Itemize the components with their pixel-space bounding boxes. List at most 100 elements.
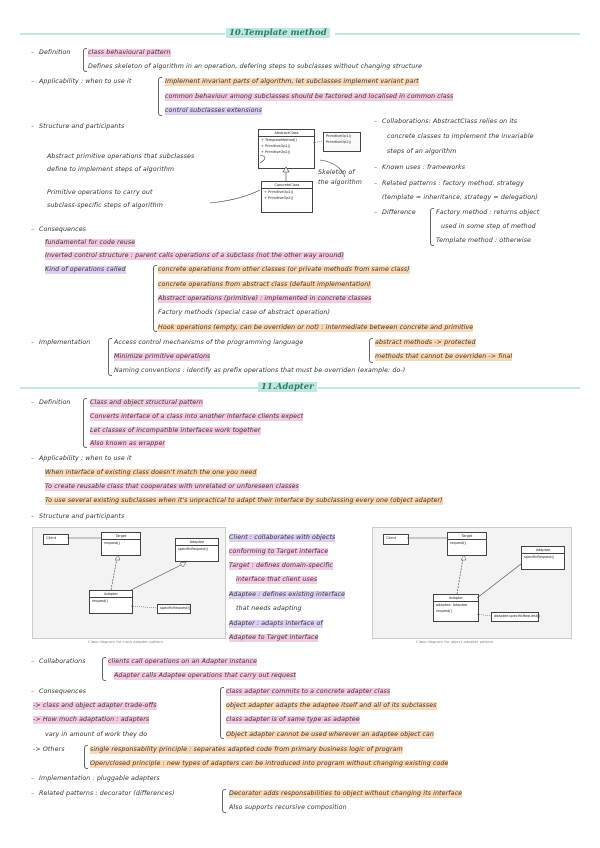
brace bbox=[84, 745, 88, 769]
brace bbox=[369, 338, 373, 363]
note-box: PrimitiveOp1() PrimitiveOp2() bbox=[323, 132, 361, 152]
client-label: Client bbox=[46, 536, 57, 540]
uml-operation: + PrimitiveOp2() bbox=[264, 196, 294, 200]
consequences-label: Consequences bbox=[39, 688, 87, 695]
adapter-box: Adapter adaptee: Adaptee request() bbox=[433, 594, 479, 622]
note-specific-request: specificRequest() bbox=[160, 606, 191, 610]
note-text: adaptee.specificRequest() bbox=[494, 614, 540, 618]
target-label: Target bbox=[448, 533, 486, 540]
consequence-line: Abstract operations (primitive) : implem… bbox=[158, 295, 372, 303]
definition-line: Class and object structural pattern bbox=[90, 399, 204, 407]
applicability-line: control subclasses extensions bbox=[165, 107, 263, 115]
consequence-line: Factory methods (special case of abstrac… bbox=[158, 309, 331, 316]
implementation-line: Naming conventions : identify as prefix … bbox=[114, 367, 406, 374]
bullet: – bbox=[31, 123, 35, 130]
client-box: Client bbox=[43, 534, 69, 545]
consequence-line: Hook operations (empty, can be overriden… bbox=[158, 324, 474, 332]
consequence-line: single responsability principle : separa… bbox=[90, 746, 403, 754]
consequence-line: class adapter commits to a concrete adap… bbox=[226, 688, 391, 696]
brace bbox=[108, 338, 112, 376]
related-line: Decorator adds responsabilities to objec… bbox=[229, 790, 463, 798]
participant-line: Adaptee : defines existing interface bbox=[229, 591, 346, 599]
brace bbox=[83, 48, 87, 72]
consequence-line: object adapter adapts the adaptee itself… bbox=[226, 702, 437, 710]
applicability-line: When interface of existing class doesn't… bbox=[45, 469, 257, 477]
related-line: Also supports recursive composition bbox=[229, 804, 347, 811]
structure-note: subclass-specific steps of algorithm bbox=[47, 202, 163, 209]
consequence-line: vary in amount of work they do bbox=[45, 731, 148, 738]
definition-line: Defines skeleton of algorithm in an oper… bbox=[88, 63, 423, 70]
consequence-line: Kind of operations called bbox=[45, 266, 126, 274]
definition-line: Converts interface of a class into anoth… bbox=[90, 413, 304, 421]
implementation-label: Implementation : pluggable adapters bbox=[39, 775, 160, 782]
difference-line: used in some step of method bbox=[441, 223, 536, 230]
object-adapter-arrows bbox=[407, 537, 522, 617]
request-op: request() bbox=[92, 599, 109, 603]
abstract-class-box: AbstractClass + TemplateMethod() + Primi… bbox=[258, 129, 315, 169]
request-op: request() bbox=[104, 541, 121, 545]
brace bbox=[83, 398, 87, 448]
bullet: – bbox=[31, 775, 35, 782]
difference-label: Difference bbox=[382, 209, 416, 216]
participant-line: conforming to Target interface bbox=[229, 548, 329, 556]
adaptee-box: Adaptee specificRequest() bbox=[175, 538, 219, 562]
adapter-label: Adapter bbox=[90, 591, 132, 598]
difference-line: Template method : otherwise bbox=[436, 237, 531, 244]
applicability-line: common behaviour among subclasses should… bbox=[165, 93, 454, 101]
participant-line: that needs adapting bbox=[236, 605, 302, 612]
collaborations-line: Collaborations: AbstractClass relies on … bbox=[382, 118, 518, 125]
note-box: specificRequest() bbox=[157, 604, 191, 614]
concrete-class-box: ConcreteClass + PrimitiveOp1() + Primiti… bbox=[261, 181, 313, 213]
structure-note: Abstract primitive operations that subcl… bbox=[47, 153, 195, 160]
applicability-line: To create reusable class that cooperates… bbox=[45, 483, 300, 491]
uml-operation: + PrimitiveOp1() bbox=[264, 190, 294, 194]
consequences-label: Consequences bbox=[39, 226, 87, 233]
template-method-diagram: AbstractClass + TemplateMethod() + Primi… bbox=[253, 127, 363, 215]
bullet: – bbox=[31, 688, 35, 695]
diagram-arrows bbox=[282, 140, 324, 181]
concrete-class-name: ConcreteClass bbox=[262, 182, 312, 189]
title-rule-left-11 bbox=[20, 387, 258, 389]
participant-line: Target : defines domain-specific bbox=[229, 562, 333, 570]
known-uses: Known uses : frameworks bbox=[382, 164, 466, 171]
participant-line: Adapter : adapts interface of bbox=[229, 620, 323, 628]
title-rule-right-11 bbox=[318, 387, 580, 389]
participant-line: Adaptee to Target interface bbox=[229, 634, 319, 642]
bullet: – bbox=[374, 180, 378, 187]
class-adapter-arrows bbox=[67, 537, 187, 609]
uml-operation: + PrimitiveOp2() bbox=[261, 150, 291, 154]
implementation-label: Implementation bbox=[39, 339, 91, 346]
bullet: – bbox=[31, 513, 35, 520]
bullet: – bbox=[31, 226, 35, 233]
collaboration-line: Adapter calls Adaptee operations that ca… bbox=[114, 672, 296, 680]
section-title-adapter: 11.Adapter bbox=[258, 382, 317, 392]
note-text: PrimitiveOp1() bbox=[326, 134, 352, 138]
brace bbox=[102, 657, 106, 681]
bullet: – bbox=[374, 164, 378, 171]
annotation-arrows bbox=[209, 154, 346, 204]
consequence-line: concrete operations from abstract class … bbox=[158, 281, 371, 289]
bullet: – bbox=[31, 339, 35, 346]
implementation-line: methods that cannot be overriden -> fina… bbox=[375, 353, 513, 361]
structure-note: define to implement steps of algorithm bbox=[47, 166, 175, 173]
brace bbox=[153, 265, 157, 332]
adaptee-box: Adaptee specificRequest() bbox=[521, 546, 565, 570]
brace bbox=[222, 789, 226, 813]
bullet: – bbox=[31, 49, 35, 56]
consequence-line: fundamental for code reuse bbox=[45, 239, 136, 247]
note-box: adaptee.specificRequest() bbox=[491, 612, 540, 622]
collaborations-line: steps of an algorithm bbox=[387, 148, 457, 155]
request-op: request() bbox=[450, 541, 467, 545]
applicability-line: Implement invariant parts of algorithm, … bbox=[165, 78, 419, 86]
target-label: Target bbox=[102, 533, 140, 540]
implementation-line: Minimize primitive operations bbox=[114, 353, 211, 361]
client-box: Client bbox=[383, 534, 409, 545]
definition-line: class behavioural pattern bbox=[88, 49, 171, 57]
definition-line: Let classes of incompatible interfaces w… bbox=[90, 427, 261, 435]
consequence-line: concrete operations from other classes (… bbox=[158, 266, 410, 274]
adapter-label: Adapter bbox=[434, 595, 478, 602]
adaptee-label: Adaptee bbox=[176, 539, 218, 546]
title-rule-left-10 bbox=[20, 33, 225, 35]
consequence-line: -> Others bbox=[33, 746, 65, 753]
adaptee-field: adaptee: Adaptee bbox=[436, 603, 468, 607]
